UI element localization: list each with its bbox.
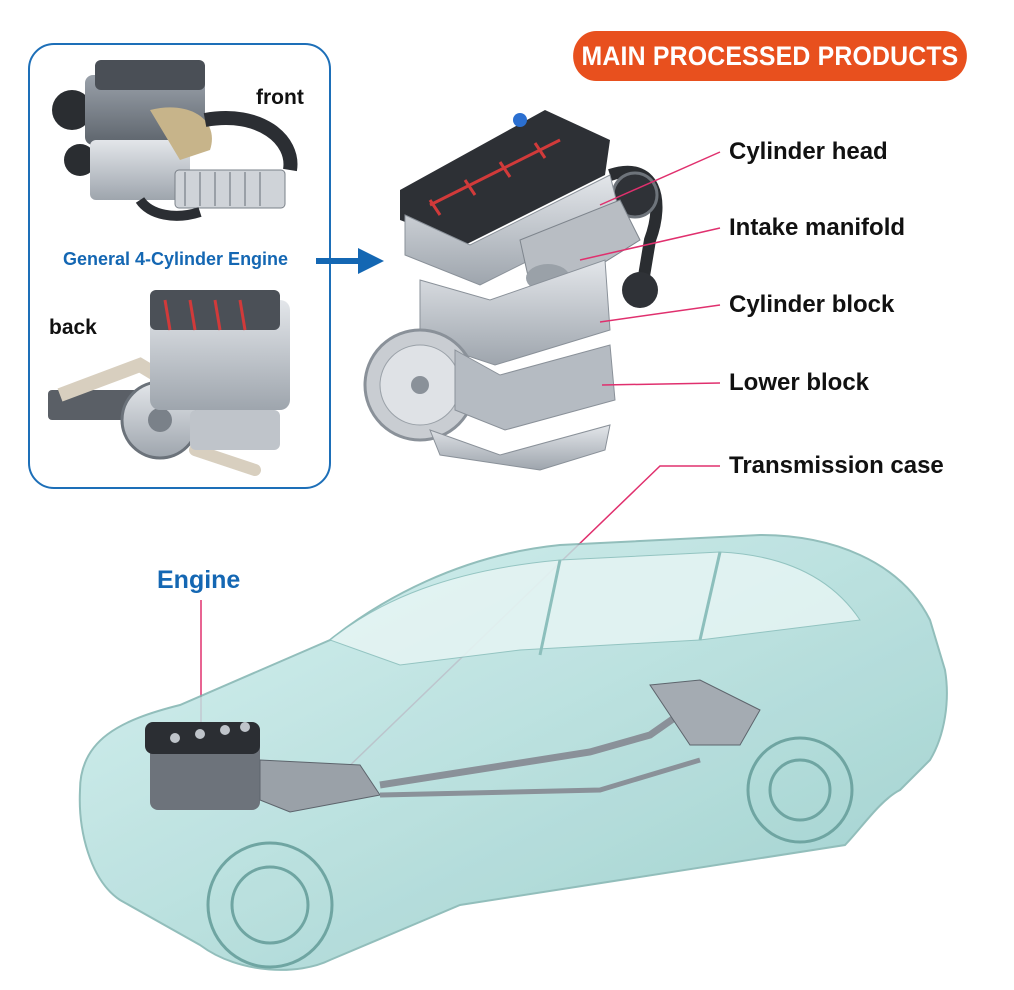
back-engine-image: [48, 290, 290, 476]
engine-title: General 4-Cylinder Engine: [63, 249, 289, 269]
callout-cylinder-head: Cylinder head: [729, 138, 888, 165]
front-engine-image: [52, 60, 298, 221]
back-label: back: [49, 316, 97, 339]
callout-transmission-case: Transmission case: [729, 452, 944, 479]
page-title: MAIN PROCESSED PRODUCTS: [581, 40, 959, 71]
exploded-engine-image: [363, 110, 663, 471]
callout-cylinder-block: Cylinder block: [729, 291, 895, 318]
car-illustration: [78, 533, 948, 971]
callout-intake-manifold: Intake manifold: [729, 214, 906, 241]
front-label: front: [256, 86, 304, 109]
callout-engine: Engine: [157, 566, 241, 594]
callout-lower-block: Lower block: [729, 369, 870, 396]
arrow-right-icon: [316, 248, 384, 274]
header-banner: MAIN PROCESSED PRODUCTS: [573, 31, 967, 81]
